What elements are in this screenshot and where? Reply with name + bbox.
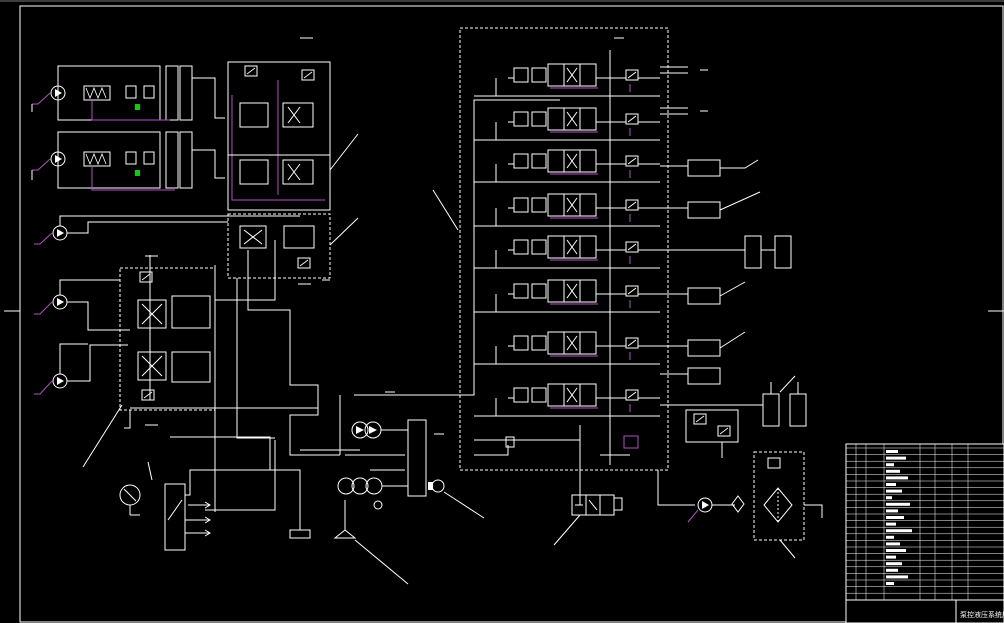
title-block-entry <box>886 568 898 572</box>
filter-pump-unit <box>657 451 823 559</box>
relief-valve-block <box>164 483 186 551</box>
electric-motor-icon <box>428 479 485 519</box>
title-block-entry <box>886 450 898 453</box>
reservoir-left <box>289 470 409 585</box>
valve-row <box>474 193 660 227</box>
control-block-left <box>119 255 216 429</box>
valve-row <box>474 331 660 365</box>
accent-valve <box>623 435 639 449</box>
title-block-entry <box>886 489 902 493</box>
directional-valve-bottom <box>553 494 623 546</box>
title-block-entry <box>886 476 908 480</box>
valve-row <box>474 63 660 97</box>
control-block-mid <box>227 213 331 285</box>
triple-pump <box>337 477 408 510</box>
title-block-entry <box>886 582 894 585</box>
actuator-group <box>660 66 807 427</box>
pump-row-3 <box>34 215 300 245</box>
drive-gearbox <box>407 419 427 497</box>
title-block-table <box>845 443 1004 623</box>
pressure-valve-right <box>685 409 739 458</box>
title-block-entry <box>886 496 892 500</box>
drawing-border <box>19 5 1004 623</box>
valve-row <box>474 279 660 313</box>
title-block-caption: 泵控液压系统原理图 <box>960 610 1004 619</box>
title-block-entry <box>886 535 894 539</box>
title-block-entry <box>886 549 906 552</box>
title-block-entry <box>886 555 896 559</box>
title-block-entry <box>886 542 900 546</box>
title-block-entry <box>886 483 896 486</box>
title-block-entry <box>886 502 910 506</box>
title-block-entry <box>886 529 912 533</box>
title-block-entry <box>886 469 900 473</box>
valve-row <box>474 235 660 269</box>
pressure-gauge-icon <box>119 484 141 516</box>
title-block-entry <box>886 575 908 579</box>
control-block-upper <box>227 37 331 211</box>
title-block-entry <box>886 509 898 513</box>
title-block-frame <box>845 443 1004 623</box>
valve-rows <box>474 63 660 449</box>
valve-row <box>474 107 660 141</box>
title-block-entry <box>886 516 904 519</box>
valve-row <box>474 149 660 183</box>
title-block-entry <box>886 562 902 566</box>
pump-row-5 <box>34 343 128 395</box>
main-pump-pair <box>351 391 408 439</box>
callout-leaders-left <box>82 133 459 481</box>
valve-row <box>474 383 660 417</box>
title-block-entry <box>886 463 894 467</box>
valve-bank-inlet <box>440 99 560 396</box>
title-block-entry <box>886 522 896 526</box>
main-pipes-left <box>130 240 440 534</box>
pump-unit-top <box>31 65 225 121</box>
pump-unit-second <box>31 131 225 191</box>
pump-row-4 <box>34 279 130 331</box>
title-block-entry <box>886 456 906 460</box>
